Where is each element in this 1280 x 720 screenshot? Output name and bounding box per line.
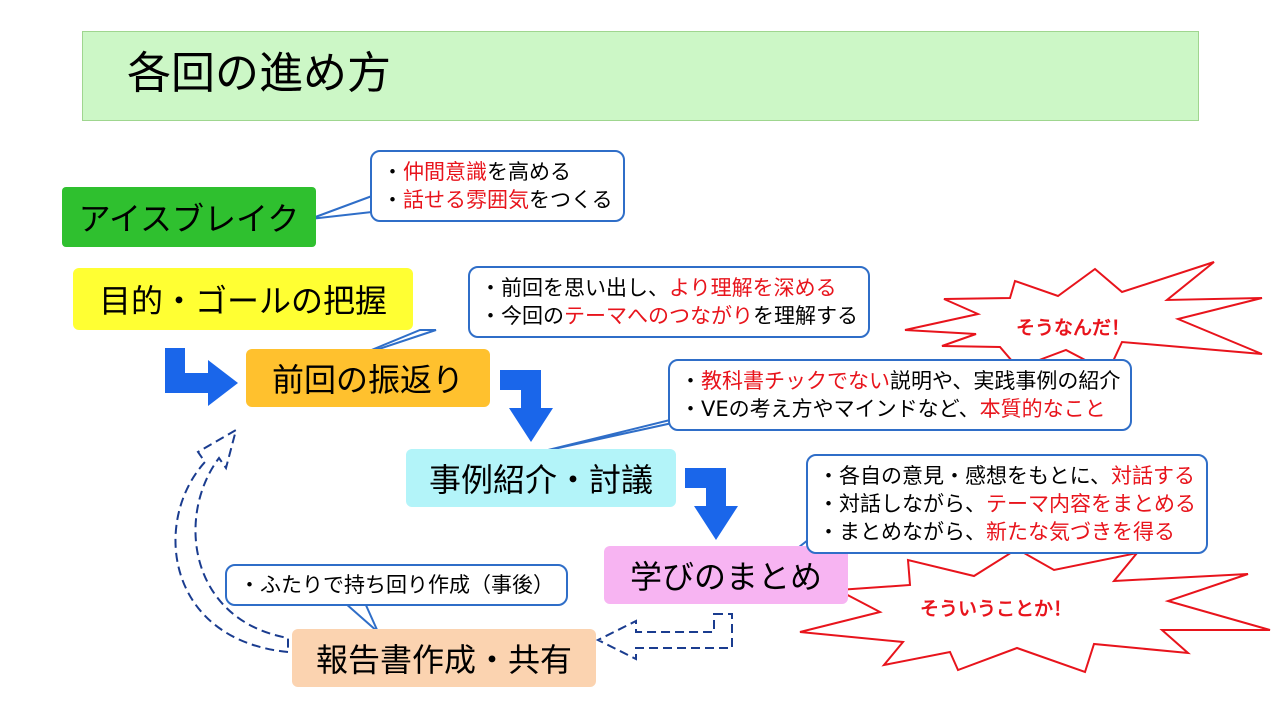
callout-report: ・ふたりで持ち回り作成（事後） bbox=[225, 564, 568, 606]
callout-text: ・ bbox=[382, 188, 403, 212]
step-case: 事例紹介・討議 bbox=[406, 449, 676, 507]
callout-text: ・各自の意見・感想をもとに、 bbox=[818, 464, 1111, 488]
flow-arrow-case-to-summary bbox=[685, 468, 738, 540]
step-summary: 学びのまとめ bbox=[604, 546, 848, 604]
callout-text: ・ bbox=[382, 160, 403, 184]
step-goal-label: 目的・ゴールの把握 bbox=[98, 282, 387, 320]
callout-summary: ・各自の意見・感想をもとに、対話する ・対話しながら、テーマ内容をまとめる ・ま… bbox=[806, 454, 1208, 554]
step-review-label: 前回の振返り bbox=[271, 361, 464, 399]
flow-arrow-goal-to-review bbox=[165, 348, 238, 406]
exclamation-burst-2 bbox=[799, 547, 1271, 674]
callout-highlight: 教科書チックでない bbox=[701, 369, 890, 393]
step-review: 前回の振返り bbox=[246, 349, 490, 407]
callout-review: ・前回を思い出し、より理解を深める ・今回のテーマへのつながりを理解する bbox=[468, 266, 870, 338]
flow-arrow-summary-to-report bbox=[595, 613, 733, 661]
callout-highlight: 本質的なこと bbox=[979, 397, 1106, 421]
callout-icebreak: ・仲間意識を高める ・話せる雰囲気をつくる bbox=[370, 150, 625, 222]
callout-text: ・VEの考え方やマインドなど、 bbox=[680, 397, 980, 421]
callout-highlight: テーマ内容をまとめる bbox=[986, 492, 1196, 516]
step-icebreak: アイスブレイク bbox=[62, 187, 316, 247]
callout-text: ・ふたりで持ち回り作成（事後） bbox=[239, 573, 554, 597]
step-report: 報告書作成・共有 bbox=[292, 629, 596, 687]
step-case-label: 事例紹介・討議 bbox=[428, 461, 653, 499]
callout-text: ・今回の bbox=[480, 304, 564, 328]
callout-text: ・ bbox=[680, 369, 701, 393]
callout-highlight: 新たな気づきを得る bbox=[986, 520, 1175, 544]
callout-highlight: より理解を深める bbox=[669, 276, 837, 300]
callout-highlight: 話せる雰囲気 bbox=[403, 188, 529, 212]
callout-text: を理解する bbox=[753, 304, 858, 328]
callout-text: ・対話しながら、 bbox=[818, 492, 986, 516]
step-summary-label: 学びのまとめ bbox=[629, 558, 822, 596]
callout-text: をつくる bbox=[529, 188, 613, 212]
callout-pointer-case bbox=[539, 419, 687, 453]
callout-pointer-icebreak bbox=[309, 194, 373, 220]
page-title: 各回の進め方 bbox=[127, 48, 391, 99]
callout-pointer-report bbox=[342, 602, 379, 633]
callout-highlight: テーマへのつながり bbox=[564, 304, 753, 328]
step-icebreak-label: アイスブレイク bbox=[78, 200, 300, 238]
burst-text-1: そうなんだ！ bbox=[1016, 317, 1131, 339]
title-banner: 各回の進め方 bbox=[82, 31, 1199, 121]
exclamation-burst-1 bbox=[904, 261, 1263, 374]
callout-text: ・前回を思い出し、 bbox=[480, 276, 669, 300]
callout-text: を高める bbox=[487, 160, 571, 184]
flow-arrow-review-to-case bbox=[500, 370, 553, 442]
callout-text: 説明や、実践事例の紹介 bbox=[890, 369, 1121, 393]
callout-highlight: 仲間意識 bbox=[403, 160, 487, 184]
callout-highlight: 対話する bbox=[1110, 464, 1195, 488]
burst-text-2: そういうことか！ bbox=[920, 598, 1073, 620]
flow-arrow-report-to-review bbox=[174, 427, 289, 654]
step-report-label: 報告書作成・共有 bbox=[315, 641, 572, 679]
step-goal: 目的・ゴールの把握 bbox=[73, 268, 413, 330]
callout-case: ・教科書チックでない説明や、実践事例の紹介 ・VEの考え方やマインドなど、本質的… bbox=[668, 359, 1133, 431]
callout-text: ・まとめながら、 bbox=[818, 520, 986, 544]
